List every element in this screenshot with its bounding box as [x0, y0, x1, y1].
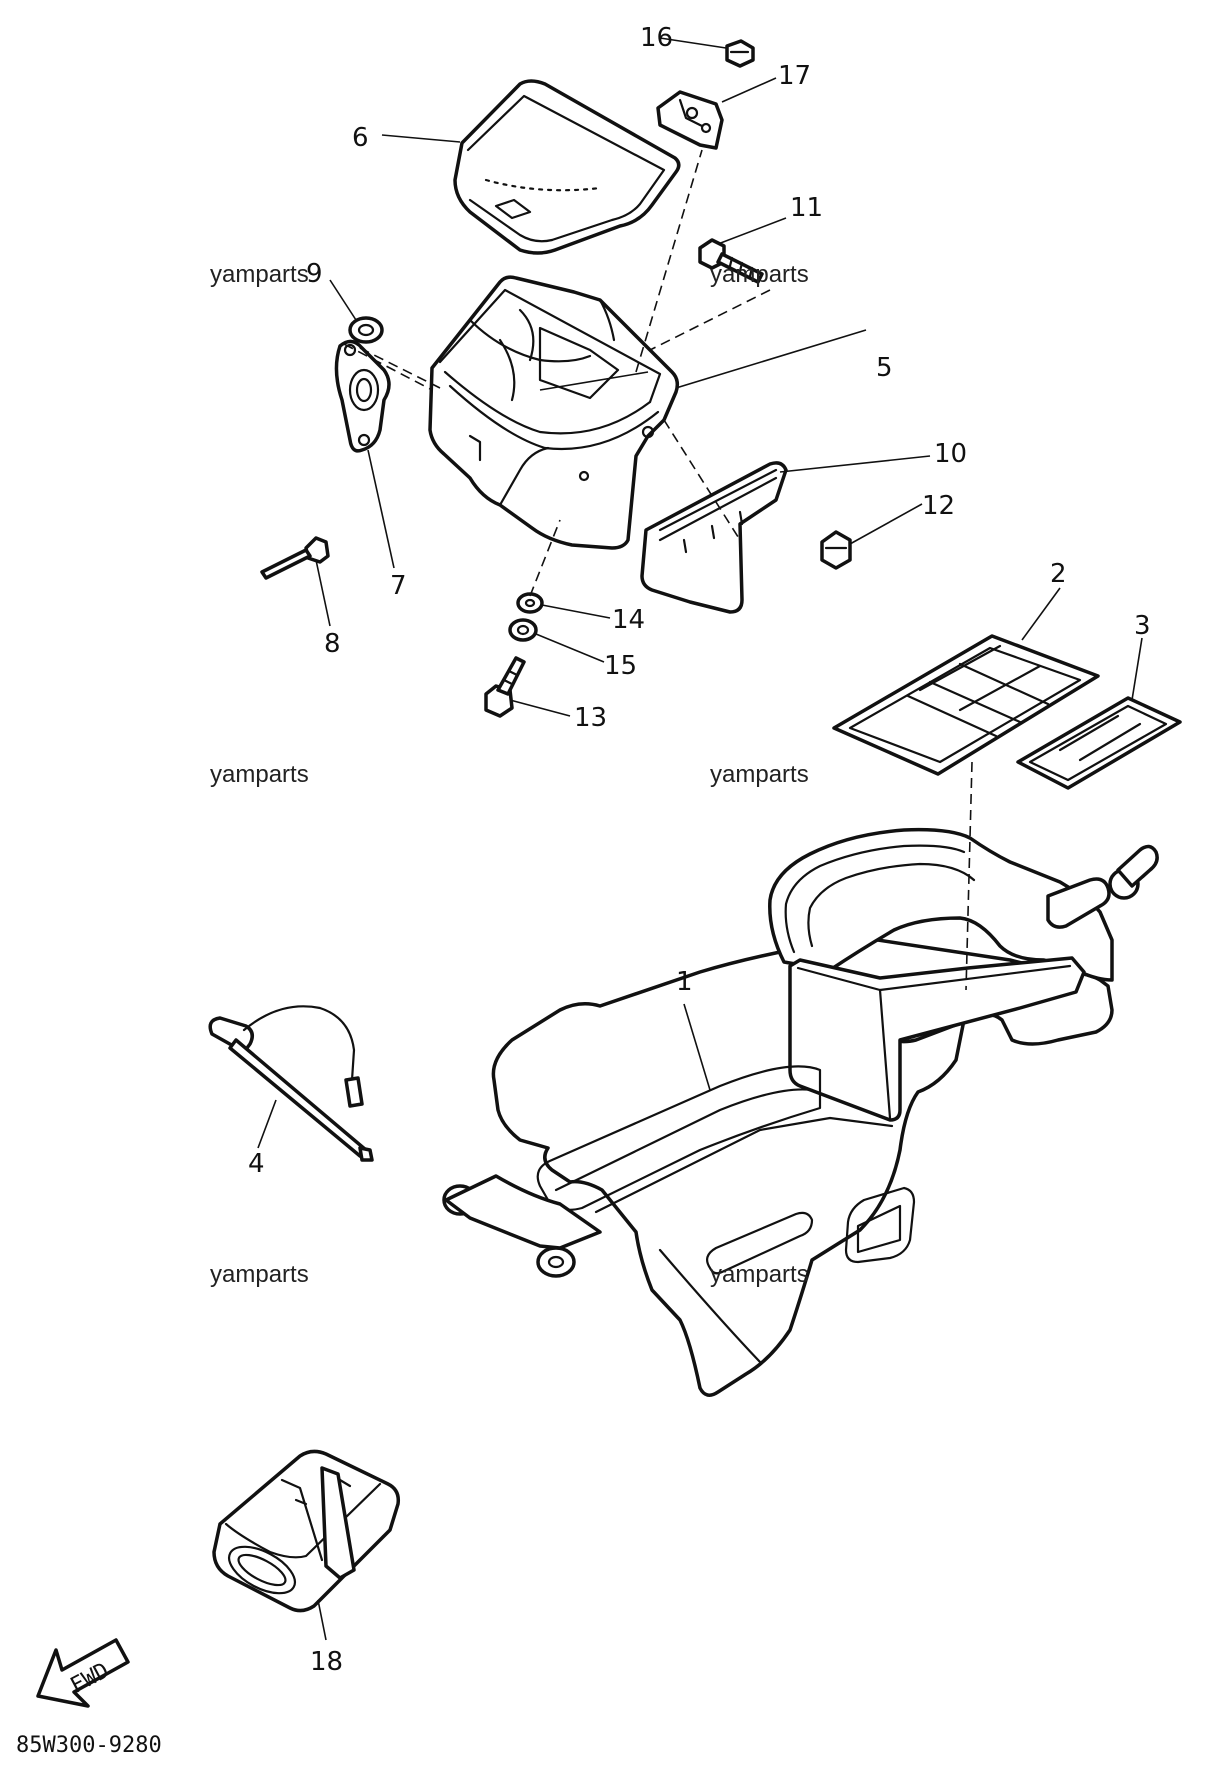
watermarks: yamparts yamparts yamparts yamparts yamp… [210, 261, 809, 1288]
callout-5: 5 [876, 353, 893, 383]
leader-lines [257, 37, 1143, 1641]
part-9-grommet [348, 316, 384, 344]
callout-labels: 1 2 3 4 5 6 7 8 9 10 11 12 13 14 15 16 1… [248, 23, 1151, 1677]
callout-1: 1 [676, 967, 693, 997]
callout-10: 10 [934, 439, 967, 469]
watermark: yamparts [210, 1261, 309, 1288]
part-13-bolt [484, 656, 526, 718]
part-5-battery-box [428, 275, 680, 550]
part-15-collar [508, 618, 538, 642]
part-4-lock-cable [208, 1005, 374, 1162]
callout-6: 6 [352, 123, 369, 153]
callout-3: 3 [1134, 611, 1151, 641]
part-3-label [1016, 696, 1182, 790]
part-18-tool-bag [212, 1449, 401, 1613]
diagram-code: 85W300-9280 [16, 1733, 162, 1758]
callout-8: 8 [324, 629, 341, 659]
part-1-frame-cover [442, 827, 1159, 1397]
part-6-battery-cover [453, 79, 681, 255]
part-7-gasket [334, 339, 391, 453]
callout-4: 4 [248, 1149, 265, 1179]
callout-15: 15 [604, 651, 637, 681]
part-11-bolt [698, 238, 764, 284]
callout-14: 14 [612, 605, 645, 635]
assembly-lines [343, 149, 973, 991]
watermark: yamparts [710, 261, 809, 288]
watermark: yamparts [210, 761, 309, 788]
part-12-nut [820, 530, 852, 570]
callout-13: 13 [574, 703, 607, 733]
callout-18: 18 [310, 1647, 343, 1677]
callout-16: 16 [640, 23, 673, 53]
callout-12: 12 [922, 491, 955, 521]
fwd-arrow-icon [36, 1638, 130, 1708]
part-2-label [832, 634, 1100, 776]
callout-9: 9 [306, 259, 323, 289]
part-14-washer [516, 592, 544, 614]
callout-7: 7 [390, 571, 407, 601]
callout-17: 17 [778, 61, 811, 91]
callout-2: 2 [1050, 559, 1067, 589]
part-17-bracket [656, 90, 724, 150]
watermark: yamparts [710, 761, 809, 788]
callout-11: 11 [790, 193, 823, 223]
watermark: yamparts [210, 261, 309, 288]
watermark: yamparts [710, 1261, 809, 1288]
part-10-plate [640, 461, 788, 614]
part-16-nut [725, 39, 755, 68]
part-8-screw [260, 536, 330, 580]
